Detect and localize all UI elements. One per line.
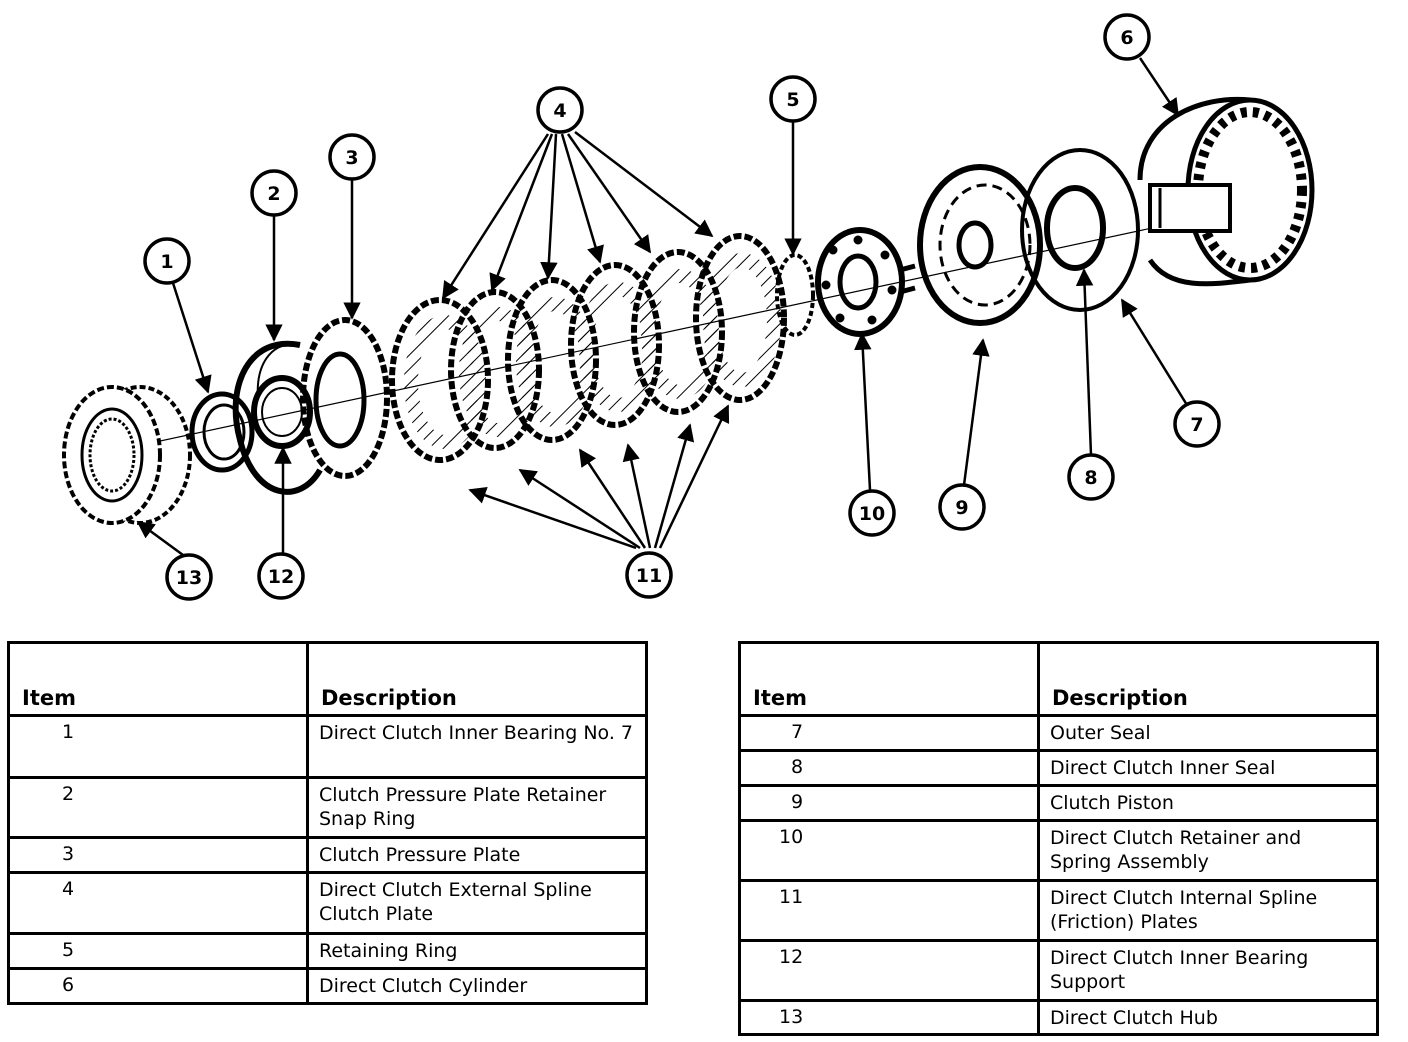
part-7-outer-seal (1020, 148, 1140, 312)
svg-text:13: 13 (176, 567, 202, 589)
header-description: Description (306, 641, 648, 717)
item-description: Clutch Piston (1037, 784, 1379, 822)
table-row: 4 Direct Clutch External Spline Clutch P… (7, 871, 648, 935)
svg-text:10: 10 (859, 503, 885, 525)
part-1-bearing (189, 391, 255, 473)
item-number: 11 (779, 886, 804, 908)
item-description: Retaining Ring (306, 932, 648, 970)
table-row: 3 Clutch Pressure Plate (7, 836, 648, 874)
header-description: Description (1037, 641, 1379, 717)
part-5-retaining-ring (775, 253, 815, 337)
part-6-clutch-cylinder (1137, 96, 1315, 287)
callout-11: 11 (625, 551, 673, 599)
item-number: 6 (62, 974, 75, 996)
svg-text:1: 1 (160, 251, 173, 273)
item-description: Direct Clutch Hub (1037, 999, 1379, 1036)
table-header-row: Item Description (7, 641, 648, 717)
item-number: 1 (62, 721, 75, 743)
callout-10: 10 (848, 489, 896, 537)
table-row: 2 Clutch Pressure Plate Retainer Snap Ri… (7, 776, 648, 839)
item-number: 7 (791, 721, 804, 743)
table-header-row: Item Description (738, 641, 1379, 717)
item-description: Direct Clutch External Spline Clutch Pla… (306, 871, 648, 935)
svg-text:5: 5 (786, 89, 799, 111)
part-9-clutch-piston (917, 164, 1043, 326)
header-item: Item (7, 641, 309, 717)
part-10-spring-retainer (815, 227, 916, 337)
svg-text:11: 11 (636, 565, 662, 587)
callout-5: 5 (769, 75, 817, 123)
table-row: 12 Direct Clutch Inner Bearing Support (738, 939, 1379, 1002)
svg-text:9: 9 (955, 497, 968, 519)
svg-text:4: 4 (553, 100, 566, 122)
parts-table-left: Item Description 1 Direct Clutch Inner B… (7, 641, 648, 1005)
item-number: 3 (62, 843, 75, 865)
svg-text:7: 7 (1190, 414, 1203, 436)
item-description: Direct Clutch Retainer and Spring Assemb… (1037, 819, 1379, 882)
table-row: 6 Direct Clutch Cylinder (7, 967, 648, 1005)
item-description: Clutch Pressure Plate (306, 836, 648, 874)
callout-1: 1 (143, 237, 191, 285)
svg-text:8: 8 (1084, 467, 1097, 489)
exploded-view-diagram: 1 2 3 4 5 6 7 8 9 10 11 12 (62, 13, 1315, 601)
callout-7: 7 (1173, 400, 1221, 448)
item-description: Outer Seal (1037, 714, 1379, 752)
callout-8: 8 (1067, 453, 1115, 501)
item-number: 10 (779, 826, 804, 848)
table-row: 7 Outer Seal (738, 714, 1379, 752)
item-description: Direct Clutch Cylinder (306, 967, 648, 1005)
callout-12: 12 (257, 552, 305, 600)
item-number: 9 (791, 791, 804, 813)
callout-13: 13 (165, 553, 213, 601)
table-row: 13 Direct Clutch Hub (738, 999, 1379, 1036)
item-description: Clutch Pressure Plate Retainer Snap Ring (306, 776, 648, 839)
item-number: 13 (779, 1006, 804, 1028)
part-8-inner-seal (1044, 185, 1106, 271)
callout-6: 6 (1103, 13, 1151, 61)
item-description: Direct Clutch Inner Seal (1037, 749, 1379, 787)
item-number: 4 (62, 878, 75, 900)
svg-text:6: 6 (1120, 27, 1133, 49)
assembly-axis (94, 221, 1181, 456)
item-number: 8 (791, 756, 804, 778)
header-item: Item (738, 641, 1040, 717)
table-row: 8 Direct Clutch Inner Seal (738, 749, 1379, 787)
table-row: 11 Direct Clutch Internal Spline (Fricti… (738, 879, 1379, 942)
table-row: 1 Direct Clutch Inner Bearing No. 7 (7, 714, 648, 779)
item-description: Direct Clutch Inner Bearing Support (1037, 939, 1379, 1002)
parts-table-right: Item Description 7 Outer Seal 8 Direct C… (738, 641, 1379, 1036)
leader-lines (136, 57, 1189, 557)
item-description: Direct Clutch Internal Spline (Friction)… (1037, 879, 1379, 942)
svg-text:12: 12 (268, 566, 294, 588)
table-row: 9 Clutch Piston (738, 784, 1379, 822)
callout-4: 4 (536, 86, 584, 134)
item-number: 12 (779, 946, 804, 968)
svg-text:3: 3 (345, 147, 358, 169)
callout-2: 2 (250, 169, 298, 217)
svg-text:2: 2 (267, 183, 280, 205)
item-description: Direct Clutch Inner Bearing No. 7 (306, 714, 648, 779)
callout-3: 3 (328, 133, 376, 181)
clutch-plate-pack (389, 233, 787, 463)
table-row: 5 Retaining Ring (7, 932, 648, 970)
part-13-hub (62, 385, 192, 525)
item-number: 5 (62, 939, 75, 961)
part-2-snap-ring (232, 340, 323, 495)
table-row: 10 Direct Clutch Retainer and Spring Ass… (738, 819, 1379, 882)
callout-9: 9 (938, 483, 986, 531)
part-3-pressure-plate (300, 317, 390, 479)
item-number: 2 (62, 783, 75, 805)
